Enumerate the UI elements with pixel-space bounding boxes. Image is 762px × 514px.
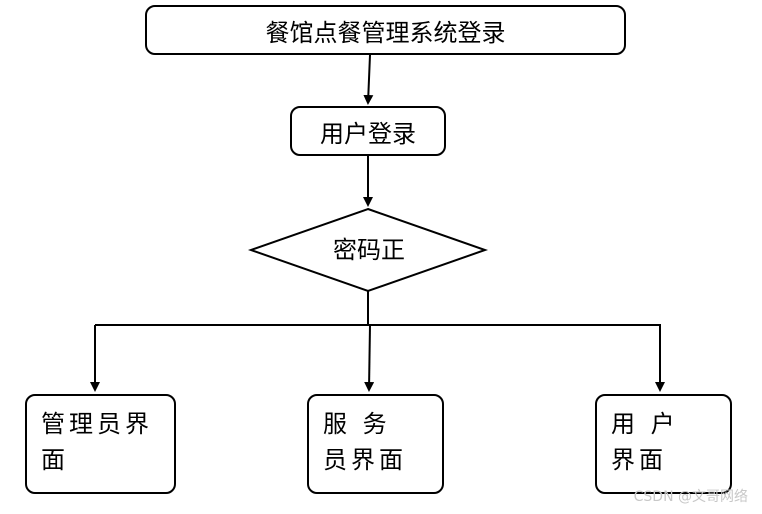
watermark: CSDN @文哥网络 <box>633 489 748 505</box>
arrow-system-to-user-login <box>363 54 374 105</box>
system-login-box: 餐馆点餐管理系统登录 <box>145 5 626 55</box>
system-login-label: 餐馆点餐管理系统登录 <box>265 18 506 47</box>
password-check-label: 密码正 <box>333 236 405 264</box>
user-login-label: 用户登录 <box>320 119 416 148</box>
user-interface-label: 用 户 界面 <box>611 410 679 474</box>
arrow-to-staff <box>364 324 375 392</box>
staff-interface-label: 服 务 员界面 <box>323 410 407 474</box>
staff-interface-box: 服 务 员界面 <box>307 394 444 494</box>
admin-interface-label: 管理员界面 <box>41 410 153 474</box>
admin-interface-box: 管理员界面 <box>25 394 176 494</box>
user-login-box: 用户登录 <box>290 106 446 156</box>
user-interface-box: 用 户 界面 <box>595 394 732 494</box>
